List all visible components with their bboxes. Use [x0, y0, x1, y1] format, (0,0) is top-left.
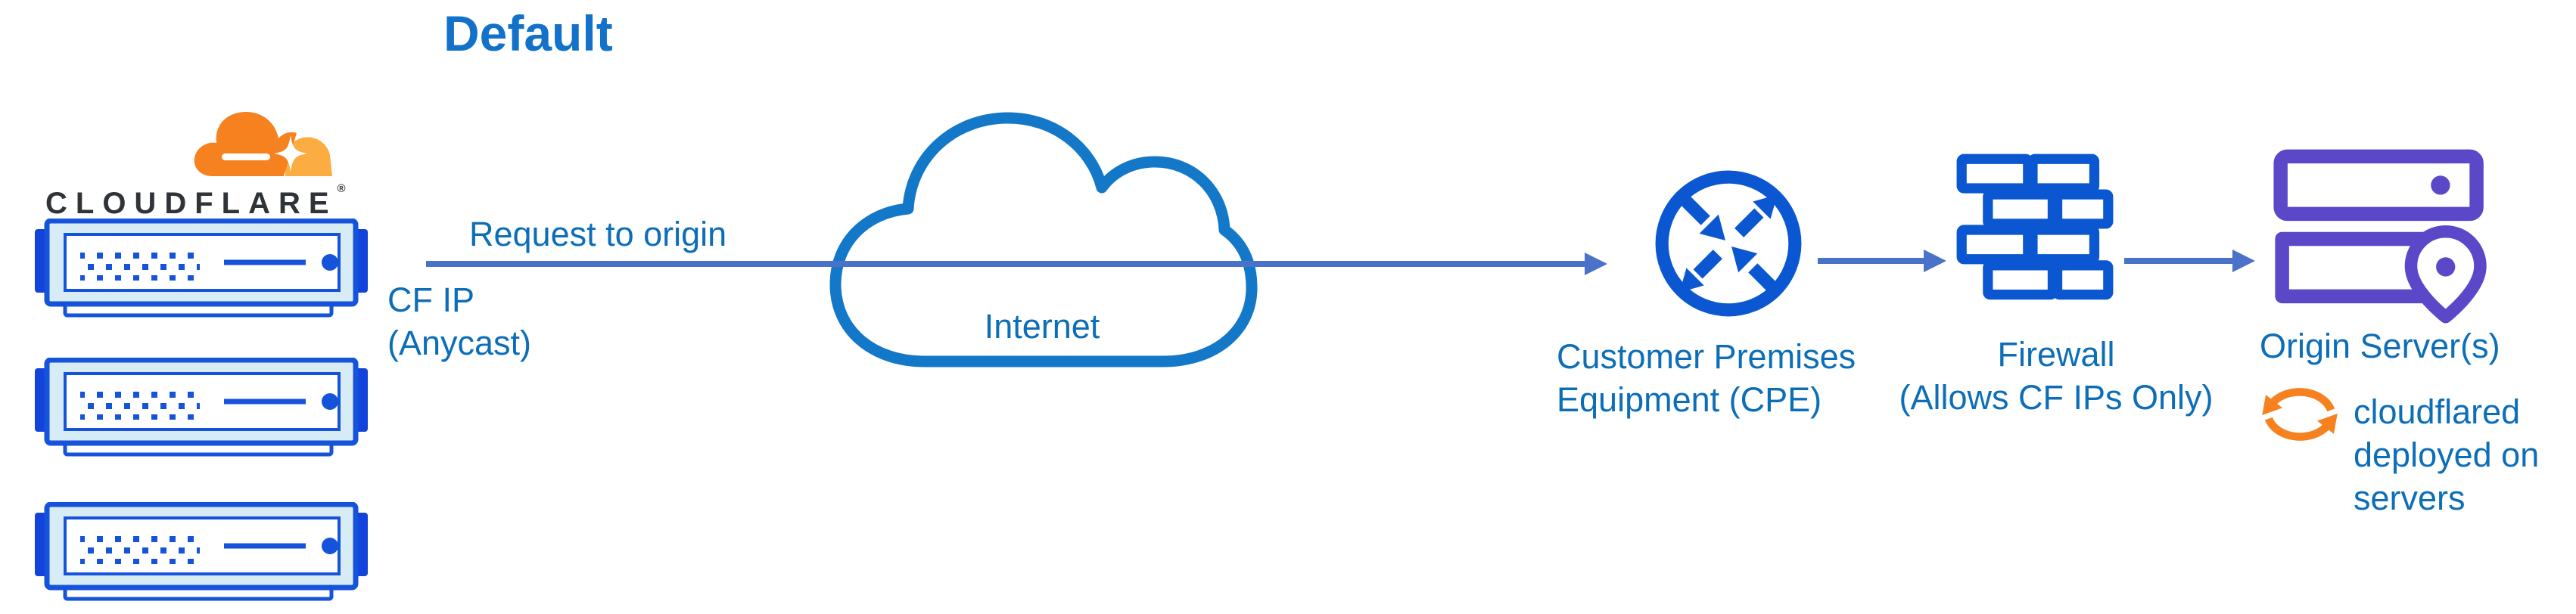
logo-slash-shape	[222, 154, 270, 160]
logo-sparkle-shape	[274, 135, 307, 172]
cloudflare-wordmark: CLOUDFLARE®	[45, 182, 346, 221]
internet-label: Internet	[984, 307, 1100, 346]
arrow-head	[1585, 253, 1607, 275]
cf-ip-anycast-label: CF IP (Anycast)	[387, 281, 532, 362]
server-vents	[80, 386, 200, 420]
arrow-shaft	[1818, 258, 1924, 264]
arrow-head	[2232, 250, 2255, 272]
brick-wall-icon	[1956, 154, 2114, 300]
arrow-shaft	[2124, 258, 2232, 264]
page-title: Default	[443, 5, 613, 61]
router-arrows	[1676, 191, 1781, 296]
logo-main-cloud-shape	[194, 112, 297, 176]
cloudflare-logo-icon	[194, 112, 332, 176]
arrow-head	[1924, 250, 1946, 272]
cloudflare-wordmark-text: CLOUDFLARE	[45, 187, 338, 220]
cpe-label: Customer Premises Equipment (CPE)	[1557, 337, 1856, 419]
origin-servers-label: Origin Server(s)	[2260, 327, 2500, 365]
server-vents	[80, 247, 200, 281]
logo-light-cloud-shape	[285, 137, 332, 176]
edge-server-icon-3	[35, 502, 368, 601]
origin-server-top	[2273, 149, 2484, 222]
edge-server-icon-2	[35, 358, 368, 457]
firewall-to-origin-arrow-icon	[2124, 249, 2255, 273]
router-crossed-arrows-icon	[1655, 170, 1802, 317]
cpe-to-firewall-arrow-icon	[1818, 249, 1946, 273]
origin-servers-location-icon	[2273, 149, 2487, 324]
sync-arrows-icon	[2262, 388, 2338, 441]
registered-trademark: ®	[337, 182, 346, 195]
edge-server-icon-1	[35, 219, 368, 318]
cloudflared-annotation: cloudflared deployed on servers	[2354, 392, 2540, 517]
request-arrow-right-icon	[426, 252, 1607, 276]
firewall-label: Firewall (Allows CF IPs Only)	[1899, 335, 2214, 417]
arrow-shaft	[426, 261, 1585, 267]
server-vents	[80, 531, 200, 564]
request-to-origin-label: Request to origin	[469, 215, 727, 253]
